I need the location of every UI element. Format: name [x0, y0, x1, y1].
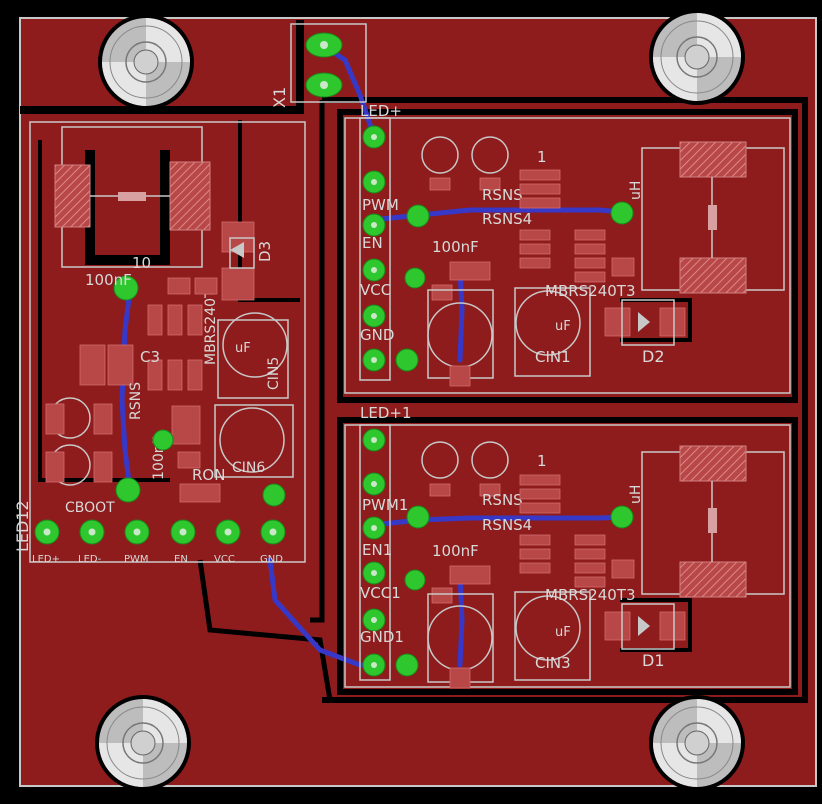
header-pin-led-minus: LED-	[78, 554, 102, 565]
driver-bottom-rsns-b: RSNS4	[482, 516, 532, 534]
left-uf: uF	[235, 341, 251, 356]
driver-top-pwm: PWM	[362, 196, 399, 214]
left-header-pads	[34, 519, 286, 545]
driver-bottom-diode-part: MBRS240T3	[545, 586, 636, 604]
left-cin6: CIN6	[232, 460, 265, 476]
driver-top-vcc: VCC	[360, 281, 391, 299]
driver-top-en: EN	[362, 234, 383, 252]
left-diode-ref: D3	[256, 241, 274, 262]
driver-top-gnd: GND	[360, 326, 394, 344]
mounting-hole-top-left	[97, 13, 195, 111]
left-ron: RON	[192, 466, 225, 484]
driver-bottom-gnd: GND1	[360, 628, 404, 646]
header-pin-pwm: PWM	[124, 554, 149, 565]
driver-bottom: LED+1 PWM1 EN1 VCC1 GND1 RSNS RSNS4 1 10…	[344, 404, 791, 689]
left-cap-label: 100nF	[85, 271, 132, 289]
header-pin-led-plus: LED+	[32, 554, 60, 565]
left-ref-label: LED12	[13, 500, 32, 552]
driver-bottom-header-pads	[362, 428, 386, 677]
header-pin-vcc: VCC	[214, 554, 235, 565]
driver-bottom-pwm: PWM1	[362, 496, 408, 514]
left-cin5: CIN5	[266, 357, 282, 390]
driver-top-led-plus: LED+	[360, 102, 402, 120]
driver-top-rsns-b: RSNS4	[482, 210, 532, 228]
driver-bottom-rsns-a: RSNS	[482, 491, 523, 509]
driver-top-uf: uF	[555, 319, 571, 334]
header-pin-gnd: GND	[260, 554, 283, 565]
driver-bottom-led-plus: LED+1	[360, 404, 412, 422]
left-rsns: RSNS	[128, 382, 144, 420]
driver-top-diode-part: MBRS240T3	[545, 282, 636, 300]
driver-bottom-en: EN1	[362, 541, 392, 559]
left-boot: CBOOT	[65, 500, 115, 516]
driver-bottom-diode-ref: D1	[642, 651, 665, 670]
driver-bottom-vcc: VCC1	[360, 584, 401, 602]
driver-bottom-cap: 100nF	[432, 542, 479, 560]
isolation-gaps	[20, 20, 808, 703]
driver-top-cap: 100nF	[432, 238, 479, 256]
driver-top-dim: 1	[537, 148, 547, 166]
left-section: D3 MBRS240T3 100nF 10 C3 RSNS CIN5 uF CI…	[13, 121, 306, 565]
driver-bottom-cin: CIN3	[535, 654, 571, 672]
header-pin-en: EN	[174, 554, 188, 565]
mounting-hole-top-right	[648, 8, 746, 106]
mounting-hole-bottom-right	[648, 694, 746, 792]
left-res-label: 10	[132, 254, 151, 272]
driver-top-inductor: uH	[628, 181, 644, 200]
driver-top-rsns-a: RSNS	[482, 186, 523, 204]
driver-bottom-dim: 1	[537, 452, 547, 470]
driver-top-header-pads	[362, 125, 386, 372]
connector-x1: X1	[270, 23, 367, 108]
driver-bottom-uf: uF	[555, 625, 571, 640]
driver-top-diode-ref: D2	[642, 347, 665, 366]
driver-bottom-inductor: uH	[628, 485, 644, 504]
left-diode-part: MBRS240T3	[203, 281, 219, 365]
driver-top-cin: CIN1	[535, 348, 571, 366]
x1-label: X1	[270, 87, 289, 108]
mounting-hole-bottom-left	[94, 694, 192, 792]
left-c3: C3	[140, 348, 160, 366]
driver-top: LED+ PWM EN VCC GND RSNS RSNS4 1 100nF	[344, 102, 791, 394]
